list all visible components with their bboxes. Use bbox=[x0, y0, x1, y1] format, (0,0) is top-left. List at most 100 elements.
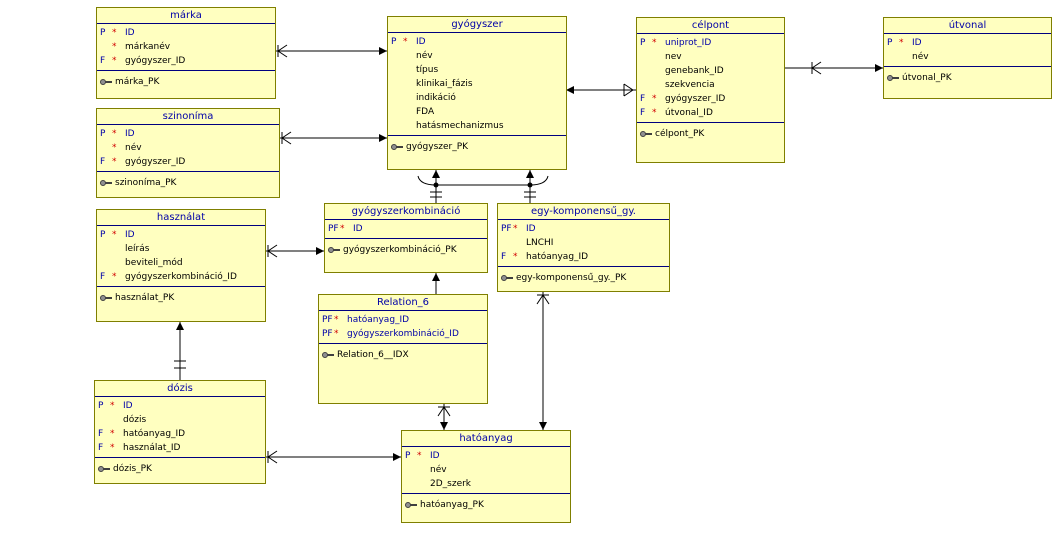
attribute-row: PF*hatóanyag_ID bbox=[319, 313, 487, 327]
attribute-row: F*gyógyszer_ID bbox=[637, 92, 784, 106]
key-icon bbox=[391, 144, 403, 150]
entity-title: gyógyszerkombináció bbox=[325, 204, 487, 220]
mandatory-marker: * bbox=[112, 143, 117, 153]
attribute-name: név bbox=[430, 465, 447, 475]
attribute-name: gyógyszerkombináció_ID bbox=[347, 329, 459, 339]
mandatory-marker: * bbox=[112, 56, 117, 66]
attribute-row: P*ID bbox=[97, 228, 265, 242]
index-list: gyógyszerkombináció_PK bbox=[325, 239, 487, 261]
attribute-row: P*ID bbox=[402, 449, 570, 463]
mandatory-marker: * bbox=[513, 252, 518, 262]
index-list: dózis_PK bbox=[95, 458, 265, 480]
attribute-row: klinikai_fázis bbox=[388, 77, 566, 91]
attribute-row: * márkanév bbox=[97, 40, 275, 54]
attribute-flag: F bbox=[100, 56, 106, 66]
key-icon bbox=[501, 275, 513, 281]
attribute-name: hatóanyag_ID bbox=[347, 315, 410, 325]
attribute-row: P*ID bbox=[884, 36, 1051, 50]
index-list: márka_PK bbox=[97, 71, 275, 93]
attribute-name: gyógyszer_ID bbox=[125, 157, 186, 167]
attribute-row: P*ID bbox=[97, 26, 275, 40]
mandatory-marker: * bbox=[334, 315, 339, 325]
entity-title: egy-komponensű_gy. bbox=[498, 204, 669, 220]
attribute-name: klinikai_fázis bbox=[416, 79, 473, 89]
attribute-name: ID bbox=[125, 230, 135, 240]
mandatory-marker: * bbox=[110, 443, 115, 453]
index-list: Relation_6__IDX bbox=[319, 344, 487, 366]
attribute-name: ID bbox=[123, 401, 133, 411]
mandatory-marker: * bbox=[112, 28, 117, 38]
attribute-name: genebank_ID bbox=[665, 66, 724, 76]
attribute-name: típus bbox=[416, 65, 439, 75]
attribute-name: használat_ID bbox=[123, 443, 181, 453]
attribute-row: dózis bbox=[95, 413, 265, 427]
attribute-name: ID bbox=[416, 37, 426, 47]
attribute-name: hatóanyag_ID bbox=[526, 252, 589, 262]
index-row: dózis_PK bbox=[95, 462, 265, 476]
index-row: hatóanyag_PK bbox=[402, 498, 570, 512]
attribute-name: LNCHI bbox=[526, 238, 554, 248]
index-row: gyógyszer_PK bbox=[388, 140, 566, 154]
attribute-row: P*ID bbox=[97, 127, 279, 141]
attribute-name: leírás bbox=[125, 244, 150, 254]
entity-title: márka bbox=[97, 8, 275, 24]
attribute-row: F*útvonal_ID bbox=[637, 106, 784, 120]
entity-title: Relation_6 bbox=[319, 295, 487, 311]
index-row: szinoníma_PK bbox=[97, 176, 279, 190]
key-icon bbox=[100, 180, 112, 186]
attribute-row: P*ID bbox=[388, 35, 566, 49]
index-name: szinoníma_PK bbox=[115, 178, 177, 188]
attribute-name: márkanév bbox=[125, 42, 171, 52]
index-name: hatóanyag_PK bbox=[420, 500, 484, 510]
index-row: gyógyszerkombináció_PK bbox=[325, 243, 487, 257]
entity-title: hatóanyag bbox=[402, 431, 570, 447]
attribute-name: ID bbox=[430, 451, 440, 461]
attribute-flag: F bbox=[640, 94, 646, 104]
attribute-name: beviteli_mód bbox=[125, 258, 183, 268]
index-list: használat_PK bbox=[97, 287, 265, 309]
attribute-flag: P bbox=[640, 38, 646, 48]
mandatory-marker: * bbox=[112, 42, 117, 52]
index-row: használat_PK bbox=[97, 291, 265, 305]
index-name: márka_PK bbox=[115, 77, 160, 87]
attribute-flag: PF bbox=[501, 224, 512, 234]
attribute-row: F*hatóanyag_ID bbox=[498, 250, 669, 264]
index-name: célpont_PK bbox=[655, 129, 705, 139]
index-list: célpont_PK bbox=[637, 123, 784, 145]
entity-title: szinoníma bbox=[97, 109, 279, 125]
index-list: útvonal_PK bbox=[884, 67, 1051, 89]
attribute-row: *név bbox=[97, 141, 279, 155]
entity-title: útvonal bbox=[884, 18, 1051, 34]
index-name: dózis_PK bbox=[113, 464, 152, 474]
attribute-name: gyógyszer_ID bbox=[125, 56, 186, 66]
entity-title: dózis bbox=[95, 381, 265, 397]
index-row: márka_PK bbox=[97, 75, 275, 89]
attribute-flag: P bbox=[98, 401, 104, 411]
attribute-flag: F bbox=[98, 429, 104, 439]
attribute-row: név bbox=[388, 49, 566, 63]
attribute-flag: P bbox=[100, 28, 106, 38]
attribute-flag: F bbox=[640, 108, 646, 118]
mandatory-marker: * bbox=[110, 429, 115, 439]
attribute-name: ID bbox=[125, 129, 135, 139]
attribute-row: hatásmechanizmus bbox=[388, 119, 566, 133]
attribute-row: P*uniprot_ID bbox=[637, 36, 784, 50]
attribute-row: F*gyógyszer_ID bbox=[97, 155, 279, 169]
key-icon bbox=[322, 352, 334, 358]
attribute-row: beviteli_mód bbox=[97, 256, 265, 270]
